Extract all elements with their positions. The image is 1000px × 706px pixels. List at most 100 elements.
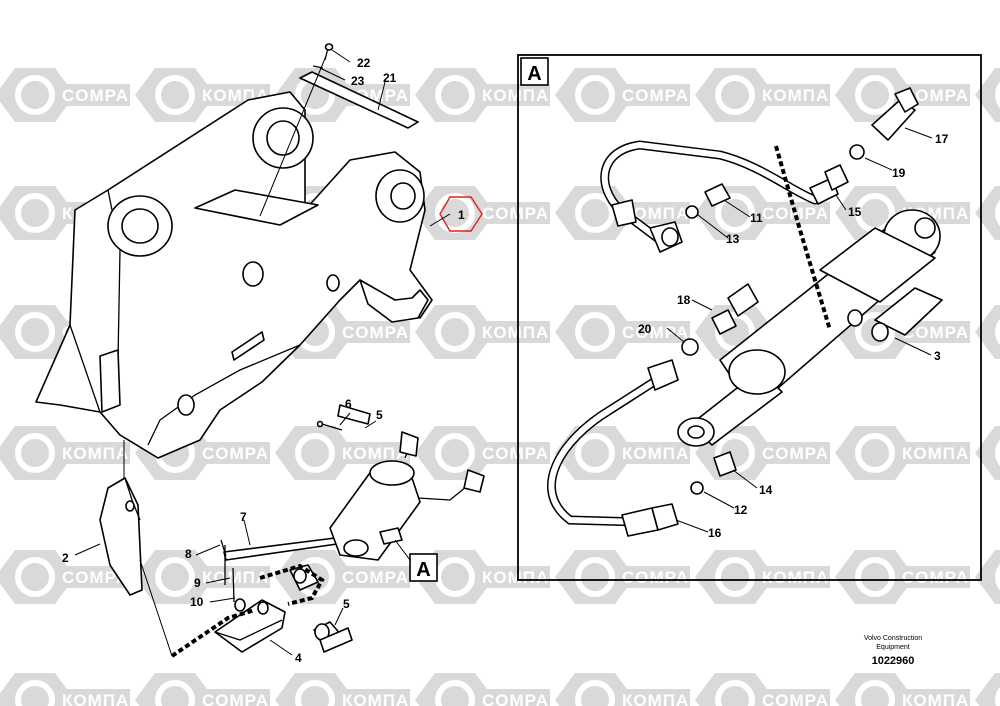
- watermark-badge: КОМПАРТ: [415, 68, 573, 122]
- item-1-highlight: [439, 196, 483, 232]
- footer: Volvo Construction Equipment 1022960: [864, 635, 922, 667]
- hose-route-left-2: [259, 563, 325, 606]
- watermark-badge: COMPART: [415, 186, 574, 240]
- watermark-badge: COMPART: [135, 673, 294, 706]
- watermark-badge: COMPART: [415, 673, 574, 706]
- watermark-text: COMPART: [482, 691, 574, 706]
- callout-18: 18: [677, 293, 691, 307]
- callout-20: 20: [638, 322, 652, 336]
- watermark-text: КОМПАРТ: [62, 691, 153, 706]
- callout-9: 9: [194, 576, 201, 590]
- watermark-badge: COMPART: [555, 550, 714, 604]
- watermark-badge: КОМПАРТ: [975, 68, 1000, 122]
- callout-4: 4: [295, 651, 302, 665]
- watermark-badge: COMPART: [975, 186, 1000, 240]
- callout-10: 10: [190, 595, 204, 609]
- watermark-badge: COMPART: [975, 426, 1000, 480]
- callout-3: 3: [934, 349, 941, 363]
- watermark-text: COMPART: [62, 86, 154, 105]
- watermark-text: COMPART: [762, 444, 854, 463]
- watermark-text: COMPART: [482, 204, 574, 223]
- callout-15: 15: [848, 205, 862, 219]
- watermark-text: КОМПАРТ: [342, 691, 433, 706]
- watermark-badge: КОМПАРТ: [975, 550, 1000, 604]
- watermark-badge: КОМПАРТ: [0, 426, 153, 480]
- watermark-badge: COMPART: [975, 673, 1000, 706]
- watermark-text: COMPART: [902, 86, 994, 105]
- watermark-text: КОМПАРТ: [902, 691, 993, 706]
- hose-route-left: [170, 608, 256, 658]
- watermark-text: COMPART: [902, 323, 994, 342]
- watermark-text: COMPART: [622, 86, 714, 105]
- callout-labels: 1 2 3 4 5 5 6 7 8 9 10 11 12 13 14 15 16…: [62, 56, 949, 665]
- callout-21: 21: [383, 71, 397, 85]
- detail-ref-label: A: [416, 559, 430, 581]
- watermark-text: КОМПАРТ: [62, 444, 153, 463]
- watermark-text: КОМПАРТ: [902, 444, 993, 463]
- watermark-text: КОМПАРТ: [482, 323, 573, 342]
- watermark-badge: КОМПАРТ: [835, 673, 993, 706]
- detail-ref-marker: A: [394, 539, 438, 582]
- callout-11: 11: [750, 211, 763, 225]
- coupler-frame: [35, 91, 433, 459]
- watermark-badge: КОМПАРТ: [555, 673, 713, 706]
- plate-part-2: [99, 477, 143, 596]
- watermark-badge: COMPART: [835, 550, 994, 604]
- callout-leaders: [74, 49, 933, 656]
- cover-plate-assembly: [259, 43, 419, 217]
- callout-19: 19: [892, 166, 906, 180]
- detail-box-a: A: [517, 54, 982, 581]
- watermark-text: COMPART: [482, 444, 574, 463]
- watermark-text: COMPART: [342, 323, 434, 342]
- footer-brand-line1: Volvo Construction: [864, 635, 922, 642]
- watermark-badge: COMPART: [695, 673, 854, 706]
- watermark-text: COMPART: [762, 691, 854, 706]
- watermark-badge: КОМПАРТ: [695, 68, 853, 122]
- callout-2: 2: [62, 551, 69, 565]
- watermark-text: COMPART: [762, 204, 854, 223]
- watermark-text: КОМПАРТ: [762, 86, 853, 105]
- watermark-badge: COMPART: [415, 426, 574, 480]
- callout-5-lower: 5: [343, 597, 350, 611]
- frame-link-line: [123, 440, 173, 657]
- callout-17: 17: [935, 132, 949, 146]
- watermark-text: COMPART: [622, 568, 714, 587]
- footer-brand-line2: Equipment: [876, 644, 910, 651]
- watermark-text: COMPART: [902, 568, 994, 587]
- watermark-badge: КОМПАРТ: [0, 673, 153, 706]
- callout-16: 16: [708, 526, 722, 540]
- watermark-badge: КОМПАРТ: [695, 550, 852, 604]
- watermark-text: КОМПАРТ: [482, 86, 573, 105]
- detail-box-label: A: [527, 63, 541, 85]
- watermark-badge: КОМПАРТ: [835, 426, 993, 480]
- watermark-text: КОМПАРТ: [622, 444, 713, 463]
- watermark-text: КОМПАРТ: [622, 691, 713, 706]
- callout-12: 12: [734, 503, 748, 517]
- watermark-badge: КОМПАРТ: [415, 550, 573, 604]
- callout-8: 8: [185, 547, 192, 561]
- callout-6: 6: [345, 397, 352, 411]
- watermark-badge: КОМПАРТ: [975, 305, 1000, 359]
- watermark-badge: COMPART: [555, 68, 714, 122]
- watermark-text: COMPART: [202, 691, 294, 706]
- callout-13: 13: [726, 232, 740, 246]
- watermark-badge: COMPART: [0, 68, 154, 122]
- watermark-badge: КОМПАРТ: [275, 673, 433, 706]
- watermark-text: COMPART: [622, 323, 714, 342]
- watermark-text: COMPART: [202, 444, 294, 463]
- watermark-text: КОМПАРТ: [482, 568, 573, 587]
- watermark-badge: КОМПАРТ: [275, 426, 432, 480]
- callout-1: 1: [458, 208, 465, 222]
- watermark-badge: COMPART: [0, 550, 153, 604]
- footer-doc-number: 1022960: [872, 655, 915, 667]
- callout-22: 22: [357, 56, 371, 70]
- callout-5-upper: 5: [376, 408, 383, 422]
- watermark-badge: КОМПАРТ: [415, 305, 573, 359]
- watermark-badge: COMPART: [555, 305, 714, 359]
- watermark-badge: КОМПАРТ: [135, 550, 292, 604]
- callout-14: 14: [759, 483, 773, 497]
- callout-7: 7: [240, 510, 247, 524]
